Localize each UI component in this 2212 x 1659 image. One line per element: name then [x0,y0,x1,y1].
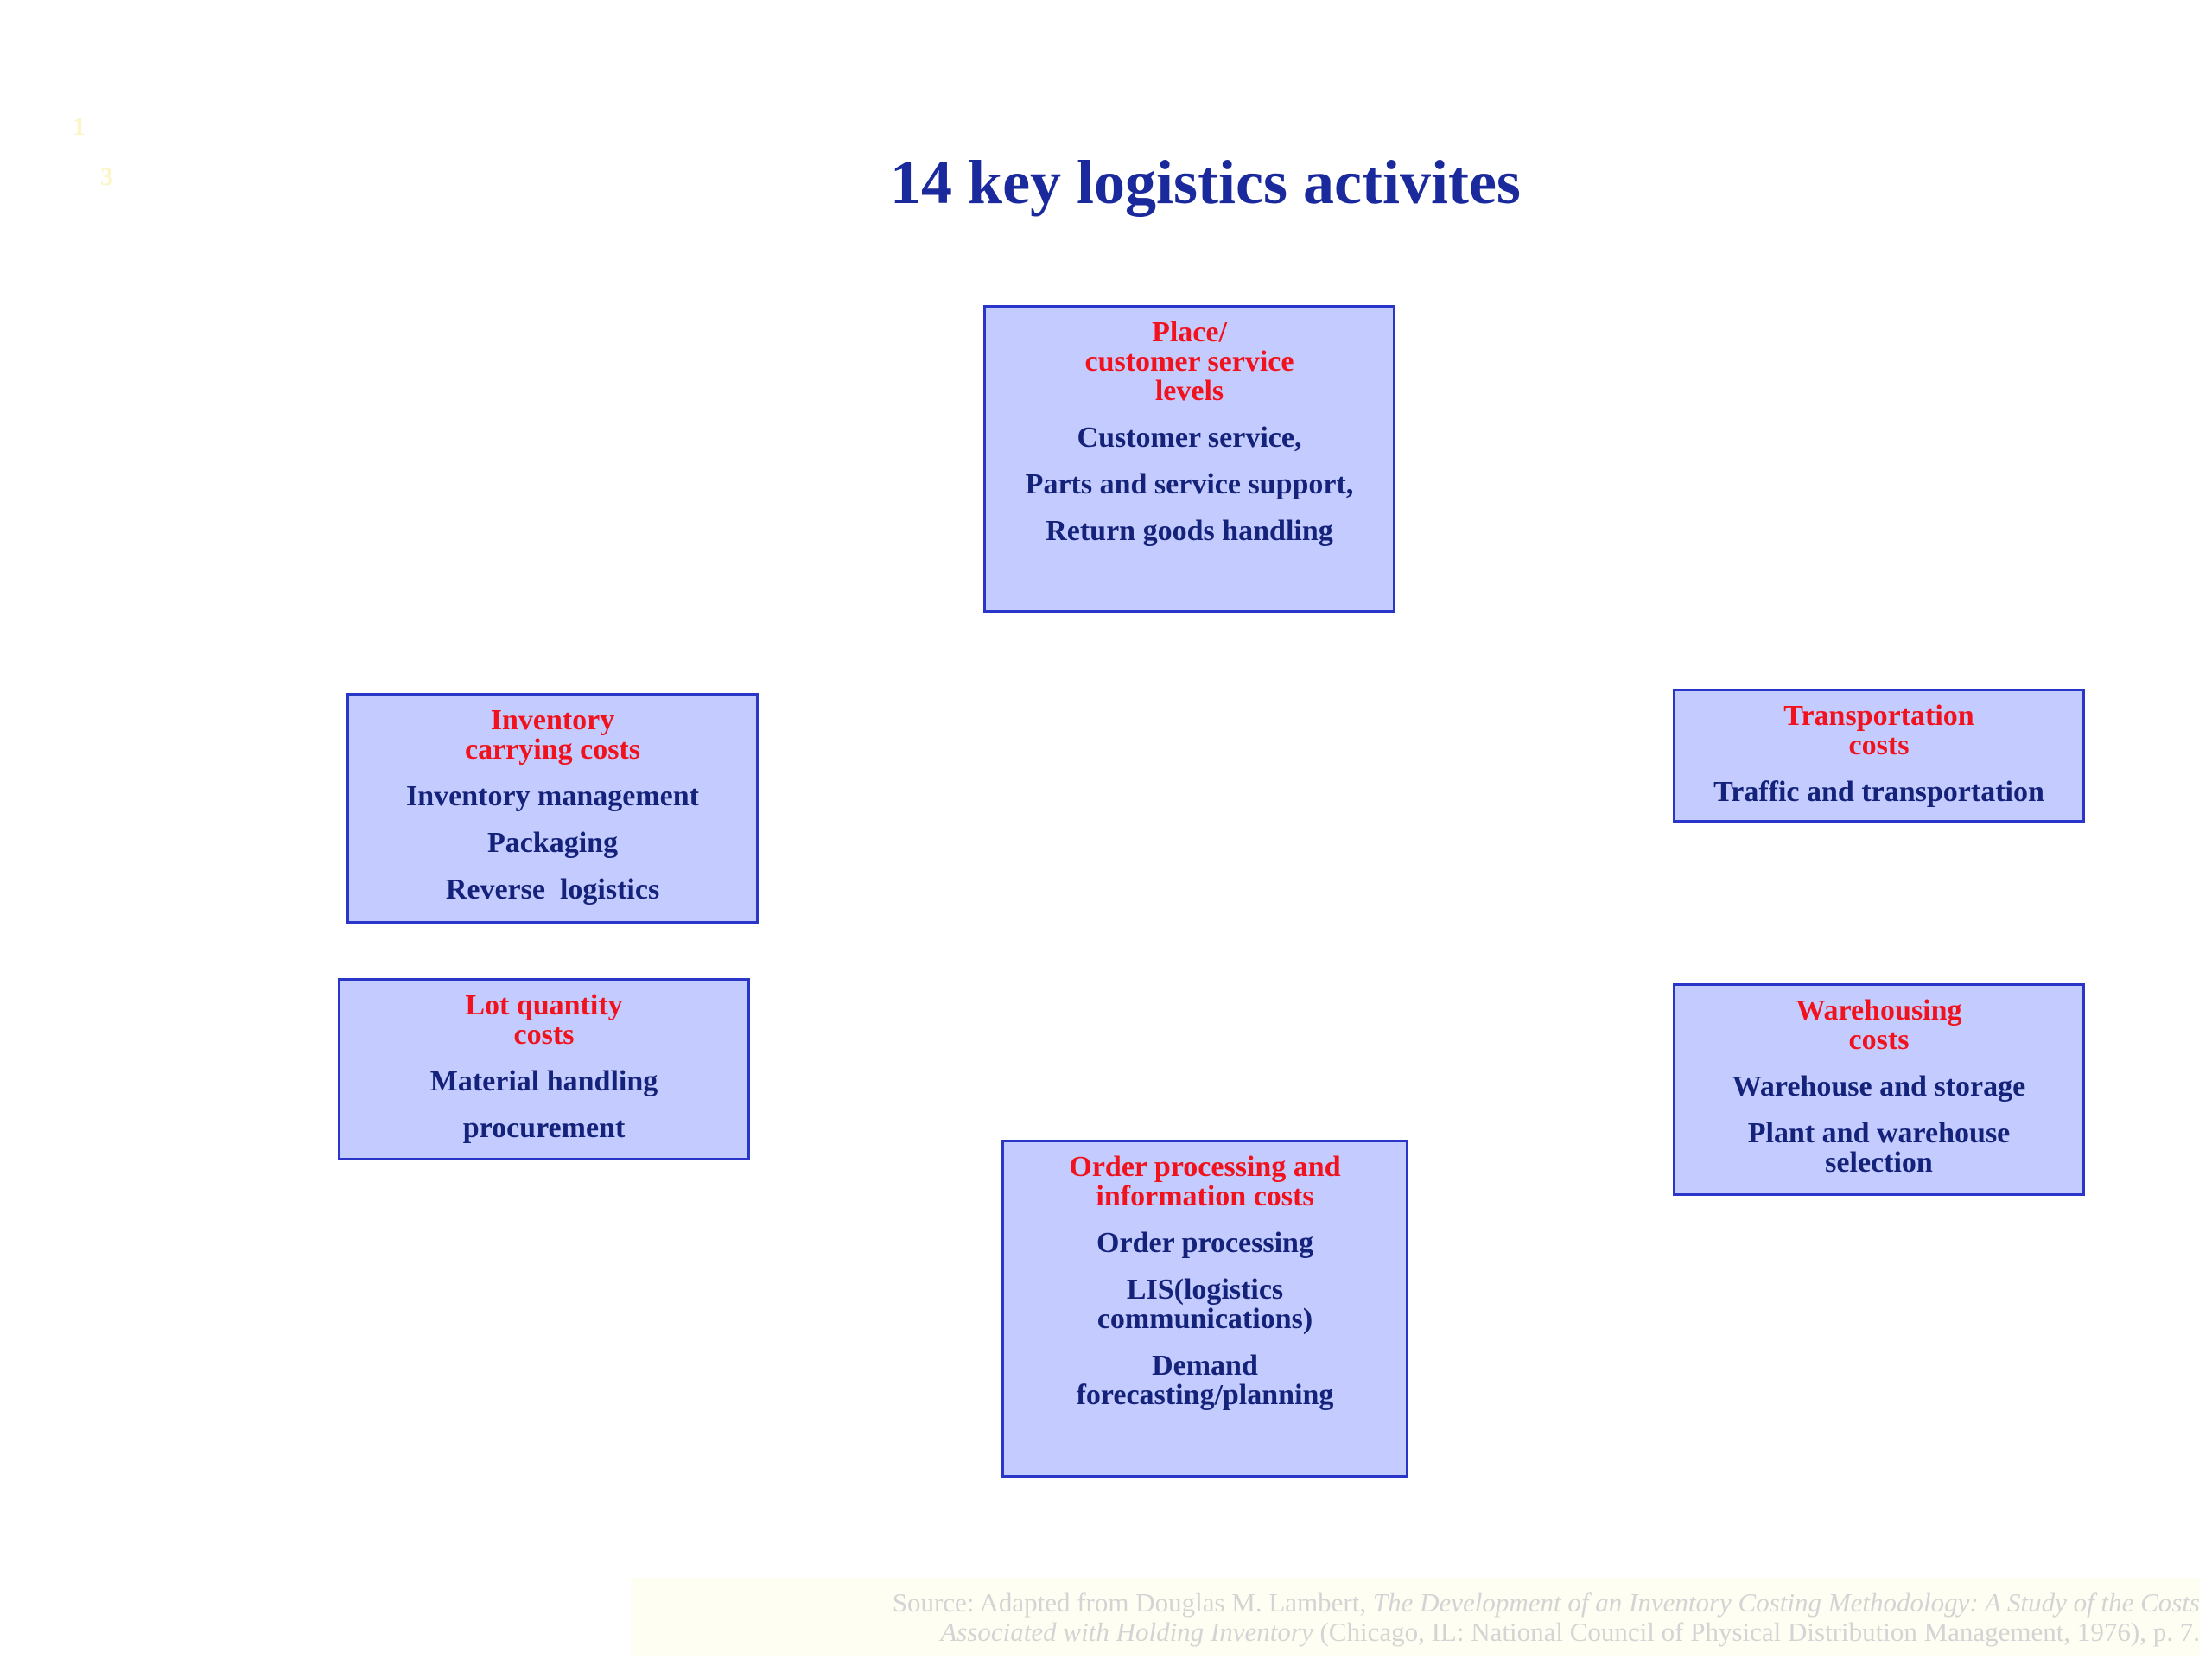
box-item: Customer service, [1077,422,1302,454]
heading-line: costs [1848,1024,1910,1056]
source-title-part-1: The Development of an Inventory Costing … [1372,1587,2200,1618]
box-items: Order processing LIS(logistics communica… [1004,1229,1406,1410]
box-item: Packaging [486,827,619,859]
source-suffix: (Chicago, IL: National Council of Physic… [1313,1617,2200,1647]
heading-line: Warehousing [1796,995,1962,1027]
box-item: Material handling [429,1065,658,1097]
box-item: procurement [462,1112,626,1144]
box-items: Warehouse and storage Plant and warehous… [1675,1072,2082,1178]
box-heading: Lot quantity costs [340,981,747,1050]
item-line: LIS(logistics [1126,1274,1284,1306]
box-item: Order processing [1096,1227,1313,1259]
box-heading: Place/ customer service levels [986,308,1393,406]
box-heading: Inventory carrying costs [349,696,756,765]
order-processing-costs-box: Order processing and information costs O… [1001,1140,1408,1478]
warehousing-costs-box: Warehousing costs Warehouse and storage … [1673,983,2085,1196]
slide-number-1: 1 [73,112,86,141]
box-items: Inventory management Packaging Reverse l… [349,782,756,905]
heading-line: customer service [1084,346,1294,378]
box-item: Parts and service support, [1025,468,1354,500]
box-item: Demand forecasting/planning [1004,1351,1406,1410]
box-heading: Warehousing costs [1675,986,2082,1055]
box-item: Plant and warehouse selection [1675,1119,2082,1178]
heading-line: Lot quantity [465,989,623,1021]
box-item: Return goods handling [1046,515,1333,547]
item-line: selection [1825,1147,1933,1179]
item-line: Plant and warehouse [1747,1117,2011,1149]
box-item: Inventory management [405,780,700,812]
source-prefix: Source: Adapted from Douglas M. Lambert, [892,1587,1373,1618]
item-line: Demand [1152,1350,1258,1382]
heading-line: information costs [1096,1180,1314,1212]
page-title: 14 key logistics activites [890,148,1521,217]
heading-line: Place/ [1152,316,1227,348]
slide-number-2: 3 [100,162,113,191]
transportation-costs-box: Transportation costs Traffic and transpo… [1673,689,2085,823]
heading-line: carrying costs [464,734,640,766]
box-items: Material handling procurement [340,1067,747,1143]
box-item: Traffic and transportation [1713,776,2044,808]
box-heading: Order processing and information costs [1004,1142,1406,1211]
source-citation: Source: Adapted from Douglas M. Lambert,… [631,1578,2200,1656]
box-items: Customer service, Parts and service supp… [986,423,1393,546]
box-item: Reverse logistics [445,874,660,906]
box-item: LIS(logistics communications) [1004,1275,1406,1334]
source-title-part-2: Associated with Holding Inventory [940,1617,1313,1647]
box-items: Traffic and transportation [1675,778,2082,807]
place-customer-service-box: Place/ customer service levels Customer … [983,305,1395,613]
box-heading: Transportation costs [1675,691,2082,760]
heading-line: costs [1848,729,1910,761]
heading-line: Transportation [1783,700,1974,732]
box-item: Warehouse and storage [1732,1071,2026,1103]
lot-quantity-costs-box: Lot quantity costs Material handling pro… [338,978,750,1160]
heading-line: Inventory [490,704,615,736]
inventory-carrying-costs-box: Inventory carrying costs Inventory manag… [346,693,759,924]
heading-line: levels [1154,375,1224,407]
source-line-1: Source: Adapted from Douglas M. Lambert,… [631,1588,2200,1618]
heading-line: costs [513,1019,575,1051]
heading-line: Order processing and [1069,1151,1341,1183]
item-line: communications) [1096,1303,1313,1335]
source-line-2: Associated with Holding Inventory (Chica… [631,1618,2200,1647]
item-line: forecasting/planning [1076,1379,1334,1411]
